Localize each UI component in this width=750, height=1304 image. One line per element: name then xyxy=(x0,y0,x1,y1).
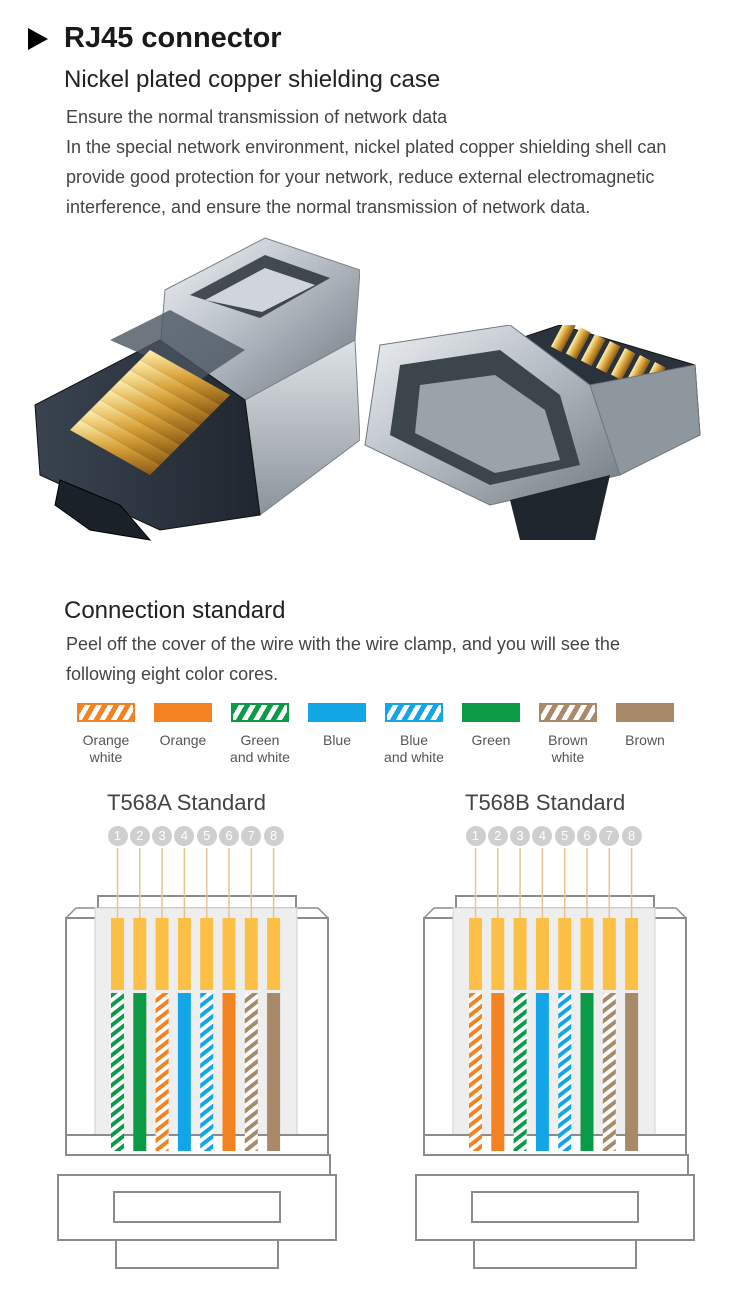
t568b-gold-contact-8 xyxy=(625,918,639,990)
wire-label-line1: Orange xyxy=(82,732,130,748)
t568b-wire-3 xyxy=(513,993,527,1151)
wire-label-line2: and white xyxy=(384,749,444,765)
t568a-title: T568A Standard xyxy=(107,790,267,815)
t568a-gold-contact-3 xyxy=(155,918,169,990)
wire-swatch-label-2: Orange xyxy=(138,732,228,749)
title-arrow-icon xyxy=(28,28,48,50)
t568a-gold-contact-2 xyxy=(133,918,147,990)
wire-label-line1: Brown xyxy=(548,732,588,748)
t568a-pin-number-4: 4 xyxy=(174,826,195,846)
t568b-gold-contact-4 xyxy=(535,918,549,990)
t568a-pin-number-3: 3 xyxy=(152,826,173,846)
description-line-2: In the special network environment, nick… xyxy=(66,137,667,157)
t568b-gold-contact-2 xyxy=(491,918,505,990)
t568a-pin-number-7: 7 xyxy=(241,826,262,846)
t568a-gold-contact-8 xyxy=(267,918,281,990)
wire-swatch-1 xyxy=(77,703,135,722)
connection-description-line-2: following eight color cores. xyxy=(66,664,279,684)
t568b-gold-contact-7 xyxy=(602,918,616,990)
wire-swatch-7 xyxy=(539,703,597,722)
t568b-connector-neck xyxy=(423,1134,687,1156)
t568a-gold-contact-4 xyxy=(177,918,191,990)
t568b-title: T568B Standard xyxy=(465,790,626,815)
t568b-pin-number-7: 7 xyxy=(599,826,620,846)
t568b-connector-tab xyxy=(473,1239,637,1269)
t568a-pin-number-2: 2 xyxy=(129,826,150,846)
t568a-gold-contact-1 xyxy=(111,918,124,990)
t568a-connector-tab xyxy=(115,1239,279,1269)
wire-swatch-label-4: Blue xyxy=(292,732,382,749)
t568a-gold-contact-5 xyxy=(200,918,214,990)
t568a-pin-number-6: 6 xyxy=(219,826,239,846)
t568b-wire-8 xyxy=(625,993,639,1151)
t568a-wire-4 xyxy=(177,993,191,1151)
t568a-wire-1 xyxy=(111,993,124,1151)
wire-swatch-4 xyxy=(308,703,366,722)
t568b-connector-slot xyxy=(471,1191,639,1223)
t568a-gold-contact-7 xyxy=(244,918,258,990)
rj45-connector-back-image xyxy=(364,325,701,540)
wire-swatch-label-8: Brown xyxy=(600,732,690,749)
t568b-pin-number-5: 5 xyxy=(554,826,575,846)
t568b-gold-contact-6 xyxy=(580,918,594,990)
t568b-wire-1 xyxy=(469,993,482,1151)
t568b-pin-number-4: 4 xyxy=(532,826,553,846)
t568a-pin-number-5: 5 xyxy=(196,826,217,846)
t568a-wire-3 xyxy=(155,993,169,1151)
connection-description-line-1: Peel off the cover of the wire with the … xyxy=(66,634,620,654)
t568b-wire-6 xyxy=(580,993,594,1151)
t568a-wire-6 xyxy=(222,993,236,1151)
t568a-wire-8 xyxy=(267,993,281,1151)
connection-standard-title: Connection standard xyxy=(64,597,286,624)
wire-label-line1: Blue xyxy=(322,732,352,748)
page-title: RJ45 connector xyxy=(64,22,282,54)
wire-label-line2: and white xyxy=(230,749,290,765)
wire-swatch-5 xyxy=(385,703,443,722)
t568a-connector-inner-body xyxy=(94,907,298,1156)
t568b-gold-contact-5 xyxy=(558,918,572,990)
t568a-wire-2 xyxy=(133,993,147,1151)
wire-swatch-2 xyxy=(154,703,212,722)
t568b-pin-number-8: 8 xyxy=(621,826,642,846)
t568a-wire-5 xyxy=(200,993,214,1151)
section-subtitle: Nickel plated copper shielding case xyxy=(64,66,441,93)
t568b-wire-7 xyxy=(602,993,616,1151)
t568b-gold-contact-1 xyxy=(469,918,482,990)
t568a-connector-slot xyxy=(113,1191,281,1223)
wire-label-line2: white xyxy=(551,749,585,765)
t568b-wire-2 xyxy=(491,993,505,1151)
t568a-connector-neck xyxy=(65,1134,329,1156)
wire-label-line1: Orange xyxy=(159,732,207,748)
wire-swatch-label-6: Green xyxy=(446,732,536,749)
t568a-wire-7 xyxy=(244,993,258,1151)
wire-label-line1: Blue xyxy=(399,732,429,748)
t568b-pin-number-1: 1 xyxy=(465,826,486,846)
description-line-1: Ensure the normal transmission of networ… xyxy=(66,107,448,127)
t568b-gold-contact-3 xyxy=(513,918,527,990)
description-line-3: provide good protection for your network… xyxy=(66,167,655,187)
wire-label-line1: Brown xyxy=(625,732,665,748)
description-line-4: interference, and ensure the normal tran… xyxy=(66,197,591,217)
t568b-pin-number-6: 6 xyxy=(577,826,597,846)
t568b-pin-number-3: 3 xyxy=(510,826,531,846)
rj45-connector-front-image xyxy=(34,237,360,541)
t568b-pin-number-2: 2 xyxy=(487,826,508,846)
t568b-wire-5 xyxy=(558,993,572,1151)
wire-swatch-8 xyxy=(616,703,674,722)
t568a-pin-number-8: 8 xyxy=(263,826,284,846)
t568b-connector-inner-body xyxy=(452,907,656,1156)
wire-label-line1: Green xyxy=(240,732,280,748)
wire-swatch-6 xyxy=(462,703,520,722)
t568a-gold-contact-6 xyxy=(222,918,236,990)
wire-label-line1: Green xyxy=(471,732,511,748)
t568b-wire-4 xyxy=(535,993,549,1151)
wire-swatch-3 xyxy=(231,703,289,722)
t568a-pin-number-1: 1 xyxy=(107,826,128,846)
wire-label-line2: white xyxy=(89,749,123,765)
